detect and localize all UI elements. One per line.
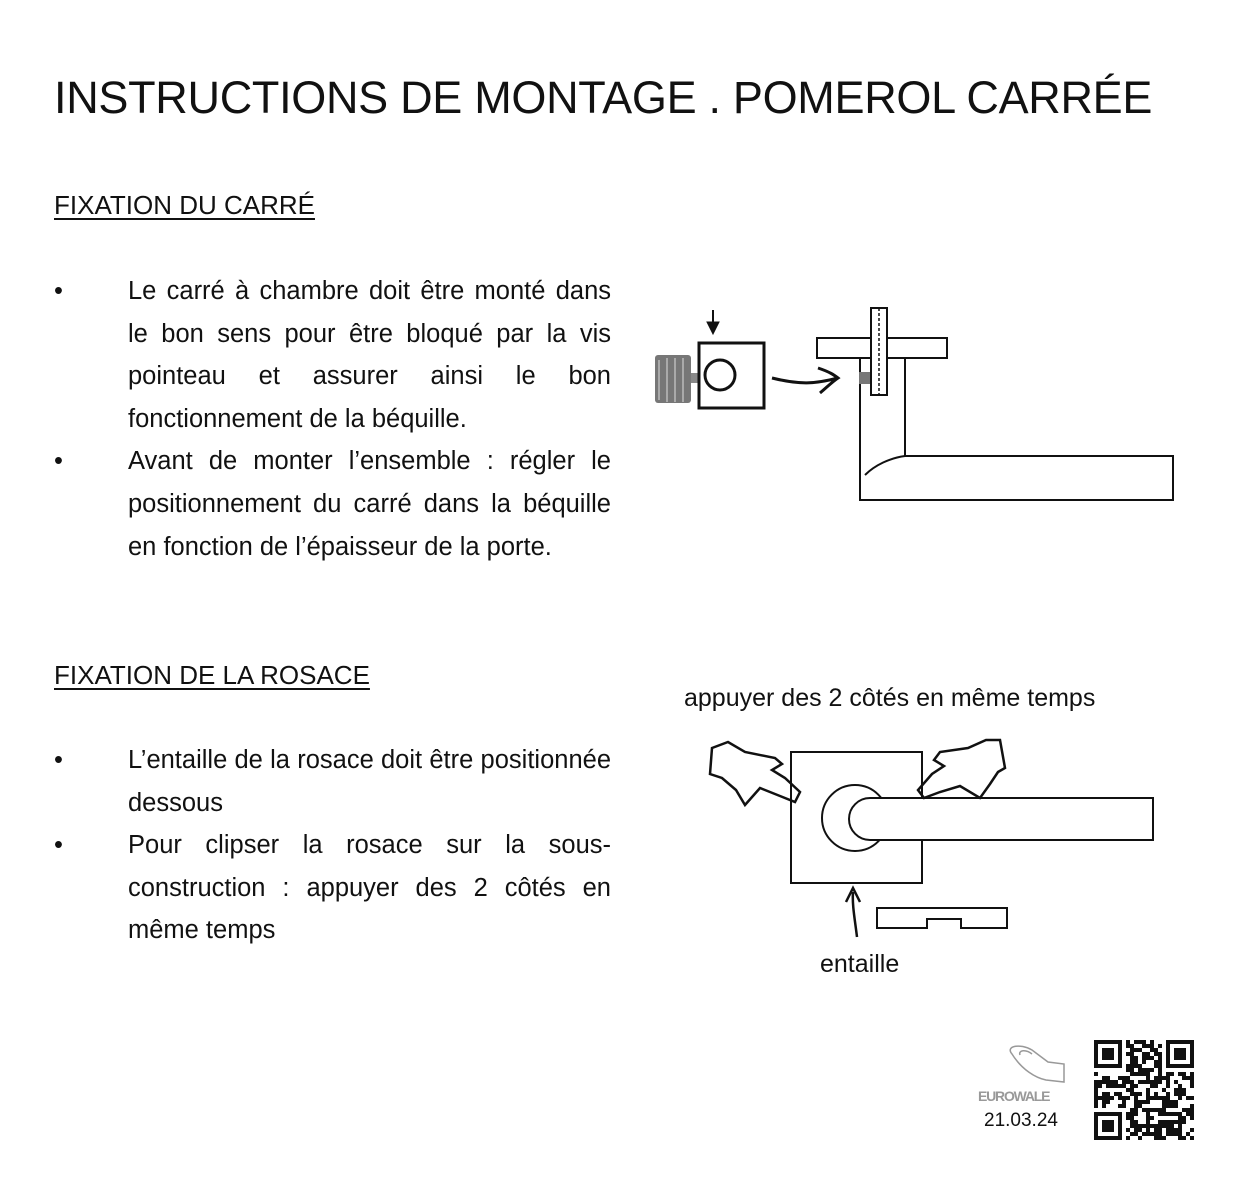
qr-code [1094, 1040, 1194, 1140]
bullet: • [54, 831, 63, 860]
caption-press-both-sides: appuyer des 2 côtés en même temps [684, 684, 1096, 712]
pointing-hand-left-icon [708, 740, 802, 808]
list-item: • L’entaille de la rosace doit être posit… [54, 739, 611, 824]
arrow-right-icon [771, 366, 841, 395]
list-item: • Avant de monter l’ensemble : régler le … [54, 440, 611, 568]
notch-profile [876, 907, 1008, 929]
page-title: INSTRUCTIONS DE MONTAGE . POMEROL CARRÉE [54, 72, 1153, 123]
rosace-instructions: • L’entaille de la rosace doit être posit… [54, 739, 611, 952]
document-date: 21.03.24 [984, 1110, 1058, 1131]
brand-name: EUROWALE [978, 1088, 1051, 1104]
bullet: • [54, 277, 63, 305]
eurowale-logo [1009, 1045, 1065, 1083]
bullet-text: Pour clipser la rosace sur la sous-const… [128, 831, 611, 945]
bullet: • [54, 746, 63, 774]
list-item: • Le carré à chambre doit être monté dans… [54, 270, 611, 440]
pointing-hand-right-icon [916, 738, 1007, 800]
bullet-text: L’entaille de la rosace doit être positi… [128, 746, 611, 817]
section-heading-carre: FIXATION DU CARRÉ [54, 190, 315, 220]
square-spindle-diagram [655, 307, 1174, 501]
caption-notch: entaille [820, 950, 900, 978]
rosette-diagram [708, 738, 1154, 938]
carre-instructions: • Le carré à chambre doit être monté dans… [54, 270, 611, 568]
section-heading-rosace: FIXATION DE LA ROSACE [54, 660, 370, 690]
bullet-text: Le carré à chambre doit être monté dans … [128, 277, 611, 433]
arrow-down-icon [706, 310, 720, 336]
arrow-up-icon [844, 885, 862, 938]
bullet-text: Avant de monter l’ensemble : régler le p… [128, 447, 611, 561]
list-item: • Pour clipser la rosace sur la sous-cons… [54, 824, 611, 952]
bullet: • [54, 447, 63, 476]
set-screw-icon [655, 355, 699, 403]
